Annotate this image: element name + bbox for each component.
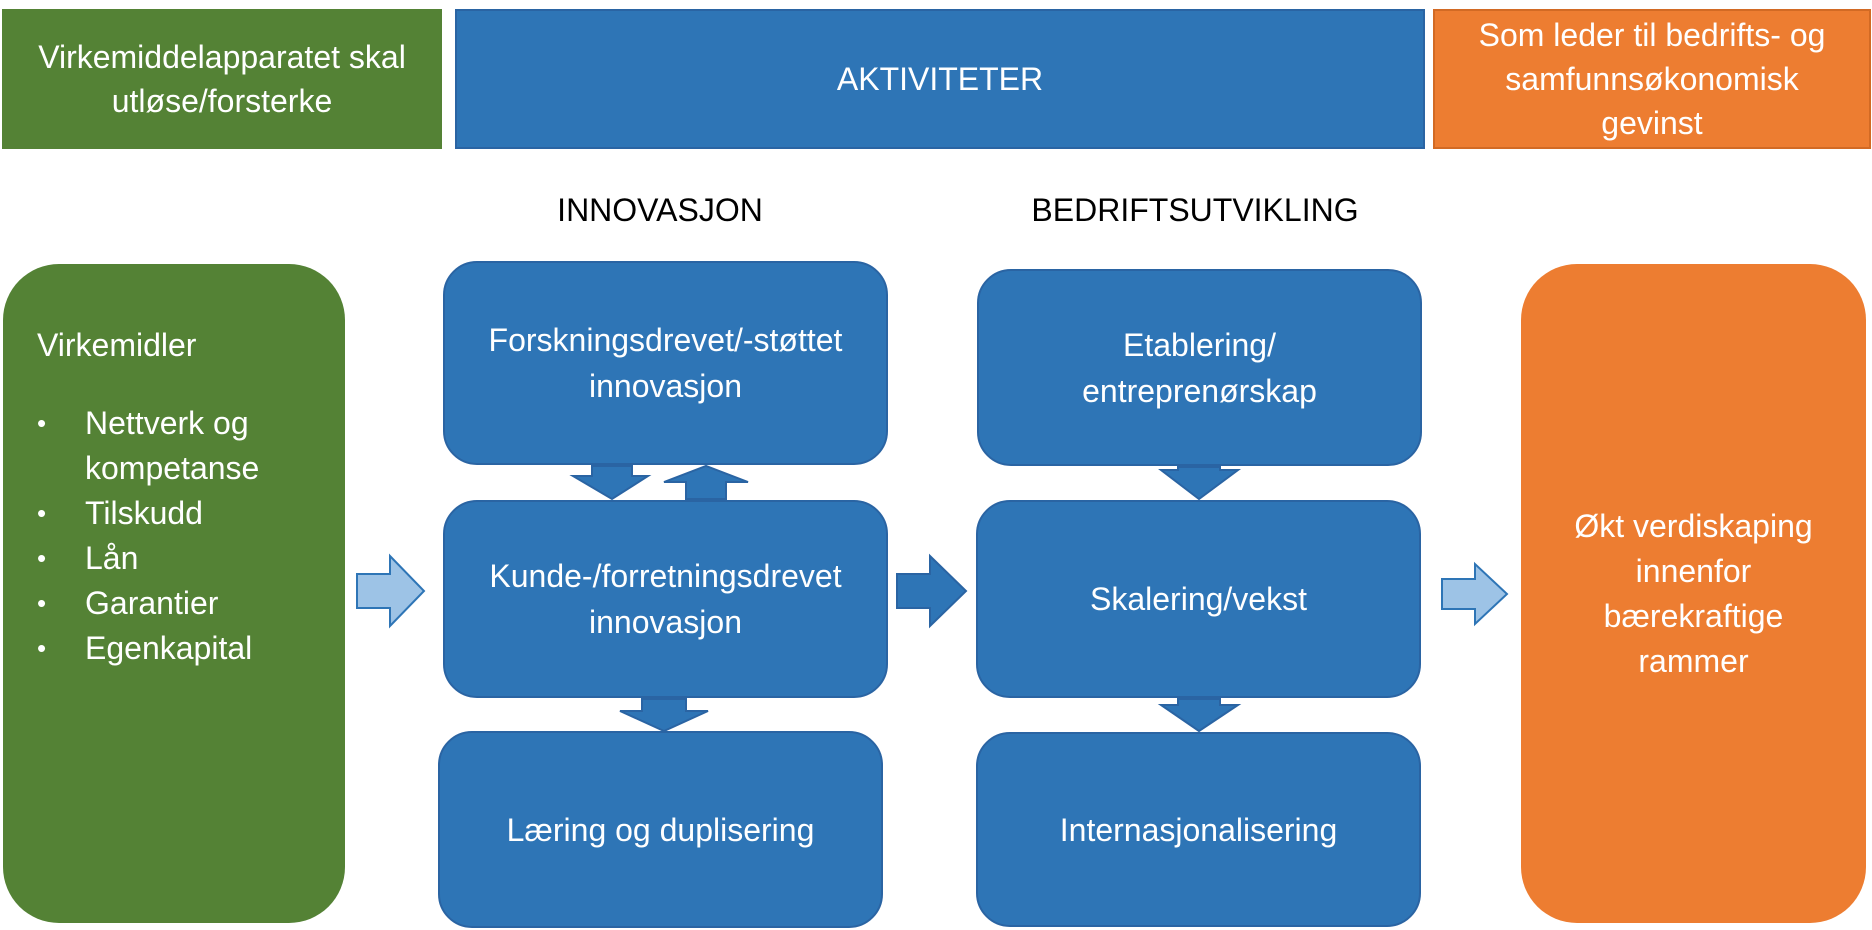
innovation-box-research-label: Forskningsdrevet/-støttet innovasjon: [488, 322, 843, 404]
arrow-up-icon: [663, 464, 749, 500]
arrow-down-icon: [619, 698, 709, 733]
section-title-business: BEDRIFTSUTVIKLING: [1031, 192, 1359, 228]
header-right: Som leder til bedrifts- og samfunnsøkono…: [1433, 9, 1871, 149]
arrow-right-light-icon: [1441, 561, 1509, 627]
outcome-panel: Økt verdiskaping innenfor bærekraftige r…: [1521, 264, 1866, 923]
innovation-box-research: Forskningsdrevet/-støttet innovasjon: [443, 261, 888, 465]
header-center: AKTIVITETER: [455, 9, 1425, 149]
business-box-internationalization: Internasjonalisering: [976, 732, 1421, 927]
header-left: Virkemiddelapparatet skal utløse/forster…: [2, 9, 442, 149]
arrow-right-light-icon: [356, 553, 426, 629]
business-box-establishment: Etablering/ entreprenørskap: [977, 269, 1422, 466]
innovation-box-customer: Kunde-/forretningsdrevet innovasjon: [443, 500, 888, 698]
instruments-panel: Virkemidler Nettverk og kompetanse Tilsk…: [3, 264, 345, 923]
header-left-text: Virkemiddelapparatet skal utløse/forster…: [38, 39, 406, 119]
instruments-list: Nettverk og kompetanse Tilskudd Lån Gara…: [37, 401, 259, 671]
header-center-text: AKTIVITETER: [836, 61, 1044, 97]
header-right-text: Som leder til bedrifts- og samfunnsøkono…: [1478, 17, 1826, 141]
arrow-right-icon: [896, 553, 968, 629]
instruments-title: Virkemidler: [37, 327, 197, 363]
instrument-item: Egenkapital: [37, 626, 259, 671]
business-box-scaling-label: Skalering/vekst: [1090, 581, 1307, 617]
instrument-item: Nettverk og kompetanse: [37, 401, 259, 491]
business-box-scaling: Skalering/vekst: [976, 500, 1421, 698]
innovation-box-learning: Læring og duplisering: [438, 731, 883, 928]
instrument-item: Lån: [37, 536, 259, 581]
instrument-item: Tilskudd: [37, 491, 259, 536]
arrow-down-icon: [1157, 698, 1242, 733]
arrow-down-icon: [569, 465, 652, 501]
instrument-item: Garantier: [37, 581, 259, 626]
business-box-internationalization-label: Internasjonalisering: [1059, 811, 1338, 848]
business-box-establishment-label: Etablering/ entreprenørskap: [1082, 326, 1317, 409]
innovation-box-learning-label: Læring og duplisering: [506, 811, 815, 848]
section-title-innovation: INNOVASJON: [557, 192, 763, 228]
arrow-down-icon: [1158, 466, 1242, 501]
outcome-text: Økt verdiskaping innenfor bærekraftige r…: [1574, 507, 1813, 679]
innovation-box-customer-label: Kunde-/forretningsdrevet innovasjon: [489, 558, 842, 640]
